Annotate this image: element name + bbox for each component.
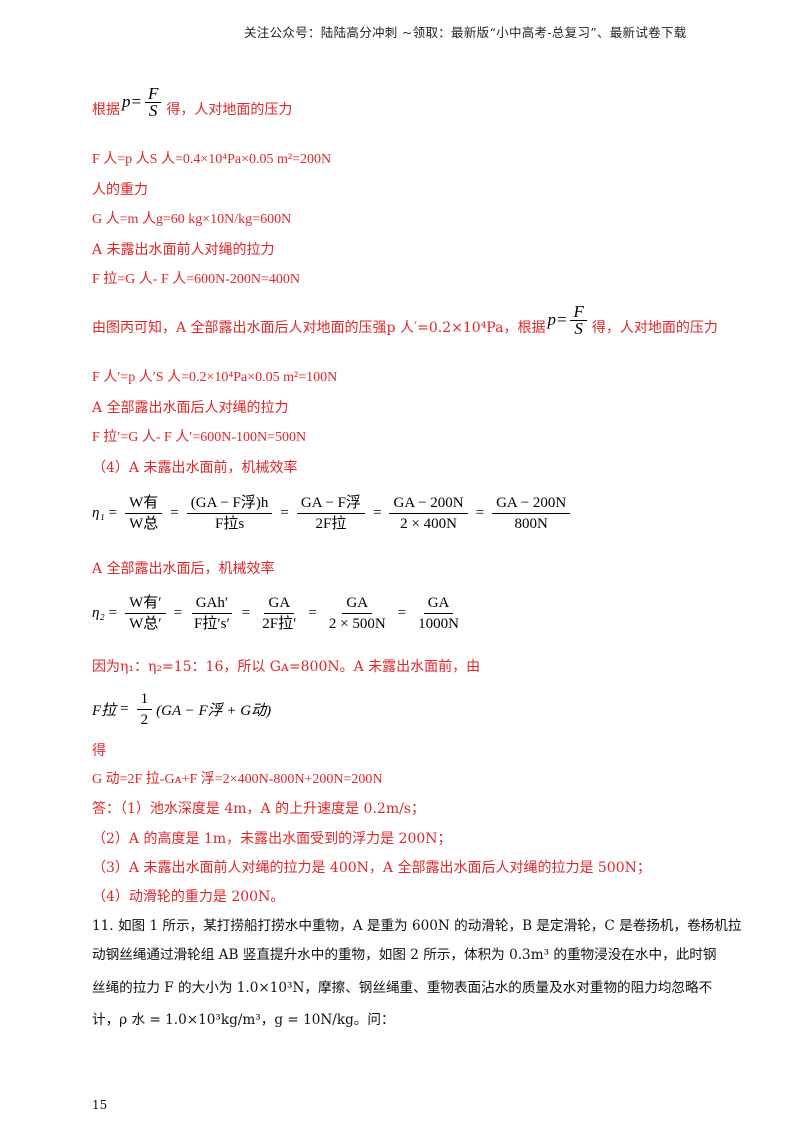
eta1-f3-num: GA − F浮	[296, 493, 366, 514]
eta2-f5-num: GA	[423, 593, 454, 614]
problem-11-line-3: 丝绳的拉力 F 的大小为 1.0×10³N，摩擦、钢丝绳重、重物表面沾水的质量及…	[92, 980, 713, 996]
page-header: 关注公众号：陆陆高分冲刺 ~领取：最新版“小中高考-总复习”、最新试卷下载	[244, 25, 687, 40]
text-from-graph: 由图丙可知，A 全部露出水面后人对地面的压强p 人′=0.2×10⁴Pa，根据	[92, 320, 546, 336]
eta1-f1-num: W有	[125, 493, 163, 514]
eta2-frac-2: GAh′F拉′s′	[190, 593, 234, 634]
eta2-frac-1: W有′W总′	[125, 593, 166, 634]
eta1-f3-den: 2F拉	[315, 515, 347, 532]
formula-p-1: p	[122, 92, 131, 111]
text-genju-1: 根据	[92, 102, 120, 118]
line-answer-2: （2）A 的高度是 1m，未露出水面受到的浮力是 200N；	[92, 831, 452, 847]
line-f-pull: F 拉=G 人- F 人=600N-200N=400N	[92, 272, 301, 287]
fpull-lhs: F拉	[92, 702, 117, 719]
line-pull-after-label: A 全部露出水面后人对绳的拉力	[92, 400, 289, 416]
eta2-f3-den: 2F拉′	[262, 615, 297, 632]
fpull-rhs: (GA − F浮 + G动)	[156, 702, 272, 719]
line-de: 得	[92, 743, 106, 759]
problem-11-line-4: 计，ρ 水 = 1.0×10³kg/m³，g = 10N/kg。问：	[92, 1012, 395, 1028]
eta2-f1-num: W有′	[125, 593, 166, 614]
eta2-f5-den: 1000N	[418, 615, 459, 632]
line-answer-4: （4）动滑轮的重力是 200N。	[92, 889, 285, 905]
line-pressure-formula-2: 由图丙可知，A 全部露出水面后人对地面的压强p 人′=0.2×10⁴Pa，根据 …	[92, 296, 718, 344]
fpull-half-den: 2	[140, 711, 149, 728]
line-efficiency-before-label: （4）A 未露出水面前，机械效率	[92, 460, 298, 476]
frac-s-2: S	[574, 318, 583, 338]
line-answer-1: 答：（1）池水深度是 4m，A 的上升速度是 0.2m/s；	[92, 801, 425, 817]
eta2-lhs: η₂	[92, 604, 105, 621]
problem-11-line-1: 11. 如图 1 所示，某打捞船打捞水中重物，A 是重为 600N 的动滑轮，B…	[92, 918, 742, 934]
frac-f-1: F	[144, 85, 162, 103]
text-pressure-result-2: 得，人对地面的压力	[591, 320, 718, 336]
line-g-person: G 人=m 人g=60 kg×10N/kg=600N	[92, 212, 292, 227]
eta1-f2-num: (GA − F浮)h	[186, 493, 273, 514]
eta2-f4-den: 2 × 500N	[328, 615, 386, 632]
formula-p-2: p	[547, 310, 556, 329]
line-efficiency-after-label: A 全部露出水面后，机械效率	[92, 561, 275, 577]
eta1-f5-den: 800N	[514, 515, 548, 532]
line-answer-3: （3）A 未露出水面前人对绳的拉力是 400N，A 全部露出水面后人对绳的拉力是…	[92, 860, 651, 876]
line-f-person-prime: F 人′=p 人′S 人=0.2×10⁴Pa×0.05 m²=100N	[92, 370, 338, 385]
line-person-weight-label: 人的重力	[92, 182, 148, 198]
eta2-f2-den: F拉′s′	[194, 615, 230, 632]
line-f-person: F 人=p 人S 人=0.4×10⁴Pa×0.05 m²=200N	[92, 152, 332, 167]
eta2-f2-num: GAh′	[191, 593, 233, 614]
frac-f-2: F	[570, 303, 587, 321]
line-f-pull-prime: F 拉′=G 人- F 人′=600N-100N=500N	[92, 430, 307, 445]
line-pull-before-label: A 未露出水面前人对绳的拉力	[92, 242, 275, 258]
line-g-pulley: G 动=2F 拉-Gᴀ+F 浮=2×400N-800N+200N=200N	[92, 772, 383, 787]
page-number: 15	[92, 1098, 108, 1112]
eta1-f4-num: GA − 200N	[389, 493, 468, 514]
eta1-f1-den: W总	[129, 515, 159, 532]
fpull-half-num: 1	[136, 689, 153, 710]
eta1-f4-den: 2 × 400N	[400, 515, 457, 532]
problem-11-line-2: 动钢丝绳通过滑轮组 AB 竖直提升水中的重物，如图 2 所示，体积为 0.3m³…	[92, 947, 717, 963]
eta2-f3-num: GA	[264, 593, 295, 614]
text-pressure-result-1: 得，人对地面的压力	[166, 102, 293, 118]
line-efficiency-ratio: 因为η₁：η₂=15：16，所以 Gᴀ=800N。A 未露出水面前，由	[92, 659, 481, 675]
eta1-f5-num: GA − 200N	[492, 493, 571, 514]
eta2-f4-num: GA	[342, 593, 373, 614]
eta1-lhs: η₁	[92, 504, 105, 521]
frac-s-1: S	[148, 100, 158, 120]
eta2-f1-den: W总′	[129, 615, 162, 632]
eta1-f2-den: F拉s	[214, 515, 245, 532]
